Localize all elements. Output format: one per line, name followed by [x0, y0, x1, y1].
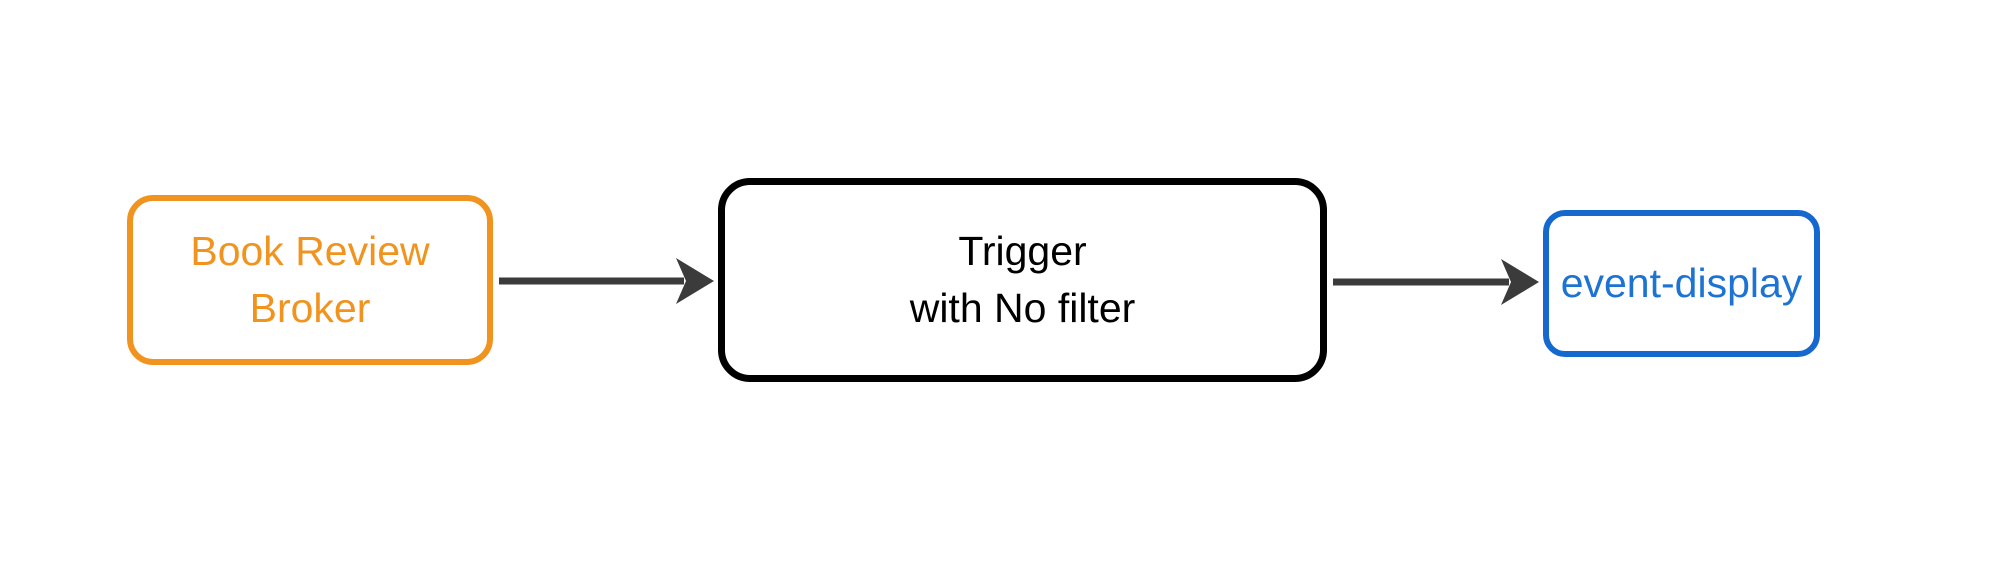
arrowhead-icon — [1501, 259, 1539, 305]
node-book-review-broker: Book Review Broker — [127, 195, 493, 365]
edge-trigger-to-event-display — [1333, 259, 1539, 305]
node-trigger: Trigger with No filter — [718, 178, 1327, 382]
node-event-display-label: event-display — [1560, 260, 1803, 306]
edge-broker-to-trigger — [499, 258, 714, 304]
arrowhead-icon — [676, 258, 714, 304]
node-book-review-broker-label: Book Review Broker — [190, 228, 430, 331]
node-trigger-label: Trigger with No filter — [909, 228, 1136, 331]
node-event-display: event-display — [1543, 210, 1820, 357]
